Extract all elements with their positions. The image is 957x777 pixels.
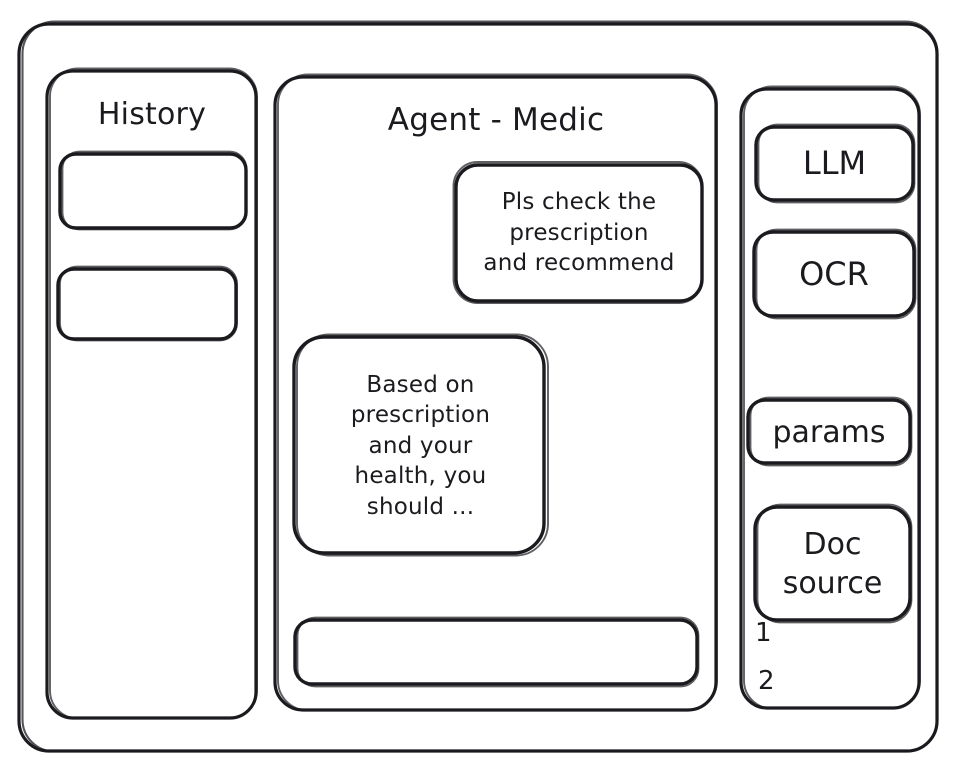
message-input[interactable] — [292, 616, 701, 689]
message-text-user: Pls check the prescription and recommend — [483, 189, 675, 277]
tool-button-ocr[interactable] — [751, 228, 917, 321]
history-item[interactable] — [55, 265, 239, 343]
agent-conversation-panel — [272, 73, 720, 714]
history-panel — [44, 67, 260, 722]
doc-source-item-1[interactable]: 1 — [755, 618, 772, 648]
window-frame — [16, 20, 942, 756]
tool-button-doc-source-label: Doc source — [782, 527, 883, 601]
tool-button-params-label: params — [772, 414, 886, 450]
page-title: Agent - Medic — [387, 101, 605, 138]
message-bubble-assistant — [291, 333, 550, 559]
tool-button-llm-label: LLM — [802, 144, 867, 183]
history-title: History — [97, 97, 207, 133]
tool-button-doc-source[interactable] — [752, 503, 913, 625]
tool-button-params[interactable] — [745, 396, 913, 468]
tool-button-llm[interactable] — [753, 123, 916, 205]
doc-source-item-2[interactable]: 2 — [758, 666, 775, 696]
tool-button-ocr-label: OCR — [799, 254, 869, 293]
history-item[interactable] — [57, 150, 249, 232]
tools-panel — [738, 85, 923, 712]
message-text-assistant: Based on prescription and your health, y… — [350, 372, 491, 520]
message-bubble-user — [452, 160, 706, 306]
